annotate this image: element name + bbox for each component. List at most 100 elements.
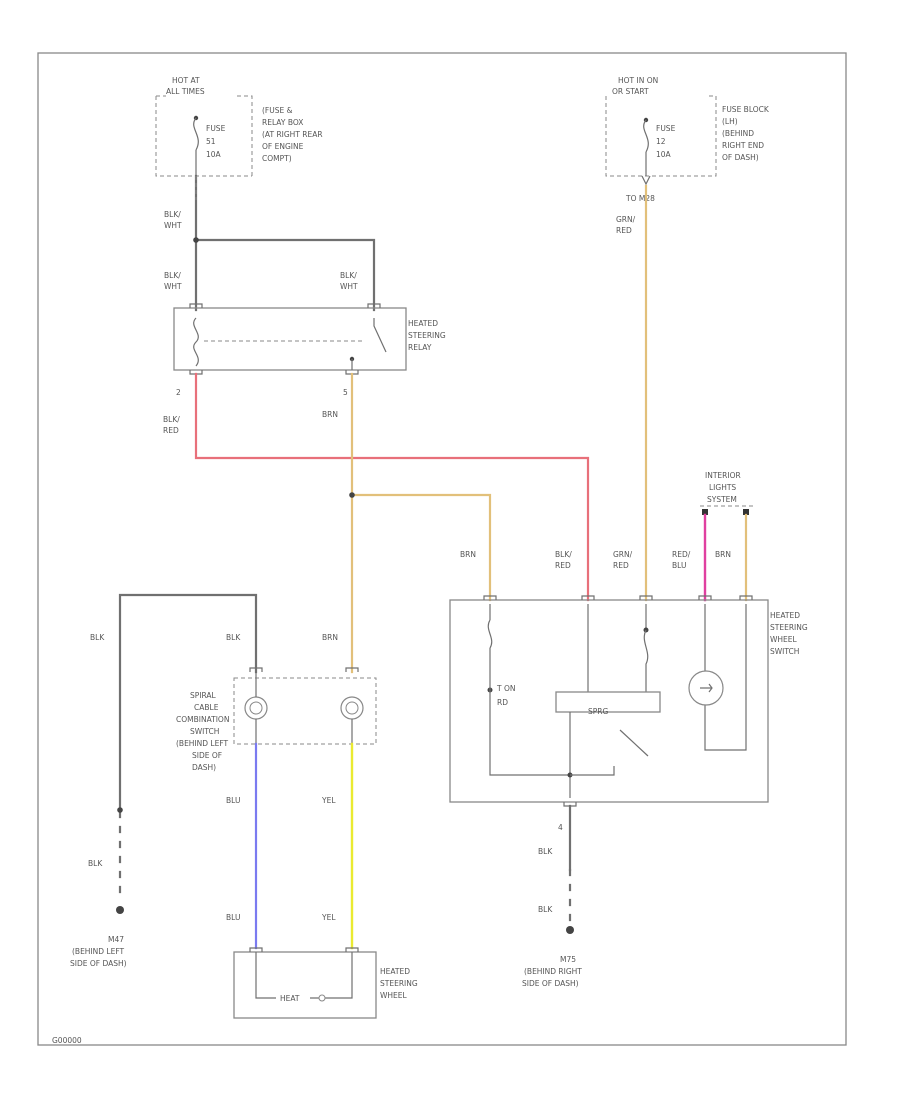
fuse-right-arrow <box>641 175 651 186</box>
relay-label-3: RELAY <box>408 343 432 352</box>
relay-pin-2: 2 <box>176 388 181 397</box>
label-yel-1: YEL <box>321 796 336 805</box>
ground-left-label-1: M47 <box>108 935 124 944</box>
spiral-cable-combination-switch: SPIRAL CABLE COMBINATION SWITCH (BEHIND … <box>176 667 377 772</box>
footer-code: G00000 <box>52 1036 82 1045</box>
switch-element <box>555 691 661 713</box>
fuse-left-loc-3: (AT RIGHT REAR <box>262 130 323 139</box>
fuse-left-number: 51 <box>206 137 216 146</box>
label-blk-gr-1: BLK <box>538 847 553 856</box>
switch-label-2: STEERING <box>770 623 808 632</box>
label-blk-wht-relay-left-2: WHT <box>164 282 182 291</box>
label-blu-1: BLU <box>226 796 240 805</box>
relay-label-2: STEERING <box>408 331 446 340</box>
heated-steering-wheel: HEAT HEATED STEERING WHEEL <box>233 947 418 1019</box>
diagram-frame <box>37 52 847 1046</box>
switch-pin-4: 4 <box>558 823 563 832</box>
label-blk-gl-1: BLK <box>88 859 103 868</box>
power-source-left: HOT AT ALL TIMES FUSE 51 10A (FUSE & REL… <box>155 76 323 177</box>
fuse-right-number: 12 <box>656 137 666 146</box>
wheel-box <box>233 951 377 1019</box>
label-brn-relay: BRN <box>322 410 338 419</box>
label-brn-sw1: BRN <box>460 550 476 559</box>
fuse-right-label: FUSE <box>656 124 676 133</box>
power-right-header-2: OR START <box>612 87 649 96</box>
fuse-left-loc-5: COMPT) <box>262 154 292 163</box>
switch-mode-2: RD <box>497 698 508 707</box>
spiral-dashed-box <box>233 677 377 745</box>
wheel-element-icon <box>318 994 326 1002</box>
label-blk-wht-relay-right-1: BLK/ <box>340 271 357 280</box>
label-grn-red-top-2: RED <box>616 226 632 235</box>
relay-pin-5: 5 <box>343 388 348 397</box>
label-blk-left: BLK <box>90 633 105 642</box>
interior-lights-system: INTERIOR LIGHTS SYSTEM <box>700 471 756 515</box>
spiral-label-7: DASH) <box>192 763 216 772</box>
heated-steering-wheel-switch: T ON RD SPRG HEATED STEERING WHEEL SWITC… <box>449 595 808 832</box>
switch-box <box>449 599 769 803</box>
label-blk-red-sw-1: BLK/ <box>555 550 572 559</box>
ground-right-label-1: M75 <box>560 955 576 964</box>
label-blk-red-relay-2: RED <box>163 426 179 435</box>
fuse-left-loc-2: RELAY BOX <box>262 118 303 127</box>
label-blk-wht-top-1: BLK/ <box>164 210 181 219</box>
label-blk-red-relay-1: BLK/ <box>163 415 180 424</box>
interior-label-1: INTERIOR <box>705 471 741 480</box>
ground-right-label-3: SIDE OF DASH) <box>522 979 579 988</box>
label-red-blu-sw-1: RED/ <box>672 550 691 559</box>
fuse-right-rating: 10A <box>656 150 672 159</box>
power-left-header-2: ALL TIMES <box>166 87 205 96</box>
label-grn-red-top-1: GRN/ <box>616 215 636 224</box>
power-right-header-1: HOT IN ON <box>618 76 658 85</box>
label-to-m28: TO M28 <box>625 194 655 203</box>
relay-contact-icon <box>373 318 387 353</box>
wheel-inner-label: HEAT <box>280 994 300 1003</box>
power-source-right: HOT IN ON OR START FUSE 12 10A FUSE BLOC… <box>605 76 770 203</box>
power-left-header-1: HOT AT <box>172 76 200 85</box>
spiral-coil-right-icon <box>340 696 364 720</box>
relay-box <box>173 307 407 371</box>
spiral-label-4: SWITCH <box>190 727 219 736</box>
wire-blk-red <box>194 372 590 602</box>
relay-coil-icon <box>193 317 199 367</box>
label-grn-red-sw-1: GRN/ <box>613 550 633 559</box>
label-blk-wht-top-2: WHT <box>164 221 182 230</box>
label-blk-spiral: BLK <box>226 633 241 642</box>
fuse-right-loc-4: RIGHT END <box>722 141 764 150</box>
switch-mode-1: T ON <box>496 684 515 693</box>
fuse-left-rating: 10A <box>206 150 222 159</box>
brn-splice <box>349 492 355 498</box>
wire-blk-wht-feed <box>193 150 376 312</box>
fuse-right-loc-2: (LH) <box>722 117 738 126</box>
wire-blk-left <box>118 593 258 812</box>
wheel-label-3: WHEEL <box>380 991 408 1000</box>
fuse-right-loc-3: (BEHIND <box>722 129 754 138</box>
fuse-left-loc-1: (FUSE & <box>262 106 293 115</box>
relay-pin-caps <box>189 303 381 375</box>
spiral-label-5: (BEHIND LEFT <box>176 739 229 748</box>
ground-right-label-2: (BEHIND RIGHT <box>524 967 582 976</box>
label-red-blu-sw-2: BLU <box>672 561 686 570</box>
label-blk-wht-relay-right-2: WHT <box>340 282 358 291</box>
switch-label-4: SWITCH <box>770 647 799 656</box>
ground-left-label-2: (BEHIND LEFT <box>72 947 125 956</box>
fuse-box-right-outline <box>605 95 717 177</box>
fuse-left-loc-4: OF ENGINE <box>262 142 304 151</box>
fuse-right-loc-5: OF DASH) <box>722 153 759 162</box>
switch-element-label: SPRG <box>588 707 608 716</box>
fuse-right-symbol <box>643 119 649 153</box>
wire-brn-to-switch <box>350 493 492 602</box>
wheel-label-2: STEERING <box>380 979 418 988</box>
spiral-label-1: SPIRAL <box>190 691 217 700</box>
wheel-label-1: HEATED <box>380 967 410 976</box>
switch-label-1: HEATED <box>770 611 800 620</box>
label-blk-gr-2: BLK <box>538 905 553 914</box>
label-brn-sw2: BRN <box>715 550 731 559</box>
label-blu-2: BLU <box>226 913 240 922</box>
fuse-left-label: FUSE <box>206 124 226 133</box>
spiral-coil-left-icon <box>244 696 268 720</box>
label-brn-spiral: BRN <box>322 633 338 642</box>
label-grn-red-sw-2: RED <box>613 561 629 570</box>
switch-label-3: WHEEL <box>770 635 798 644</box>
